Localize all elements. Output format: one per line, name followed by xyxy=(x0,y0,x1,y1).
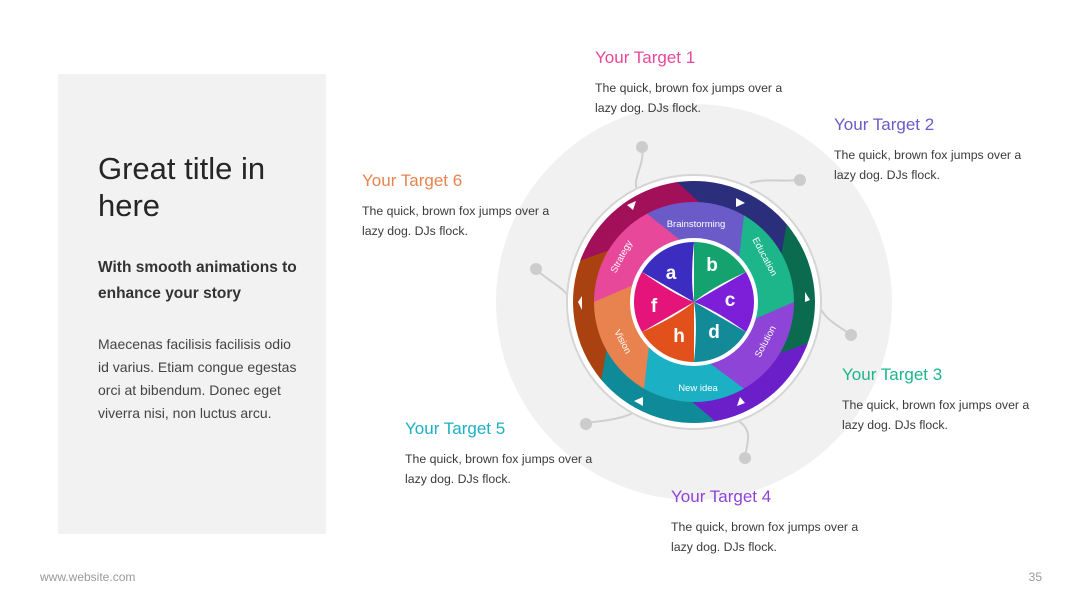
inner-seg-b xyxy=(694,242,746,302)
target-5-title: Your Target 5 xyxy=(405,419,506,438)
inner-seg-d xyxy=(694,302,746,362)
left-panel xyxy=(58,74,326,534)
target-6: Your Target 6 The quick, brown fox jumps… xyxy=(362,170,552,241)
page-title: Great title in here xyxy=(98,151,266,223)
connector-dot-4 xyxy=(739,452,751,464)
letter-b: b xyxy=(706,255,718,276)
target-1-title: Your Target 1 xyxy=(595,48,696,67)
letter-f: f xyxy=(651,296,658,317)
letter-d: d xyxy=(708,322,720,343)
letter-c: c xyxy=(725,290,736,311)
arrow-icon xyxy=(736,198,745,207)
arrow-icon xyxy=(634,397,643,406)
label-new-idea: New idea xyxy=(678,383,718,394)
target-6-desc: The quick, brown fox jumps over a lazy d… xyxy=(362,204,550,238)
outer-seg-6 xyxy=(580,182,705,261)
target-2: Your Target 2 The quick, brown fox jumps… xyxy=(834,114,1024,185)
letter-h: h xyxy=(673,326,685,347)
target-1: Your Target 1 The quick, brown fox jumps… xyxy=(595,47,785,118)
subtitle: With smooth animations to enhance your s… xyxy=(98,259,297,302)
target-4-title: Your Target 4 xyxy=(671,487,772,506)
target-3-desc: The quick, brown fox jumps over a lazy d… xyxy=(842,398,1030,432)
body-text: Maecenas facilisis facilisis odio id var… xyxy=(98,336,297,421)
petal-strategy xyxy=(594,213,684,302)
connector-dot-5 xyxy=(580,418,592,430)
arrow-icon xyxy=(578,296,582,310)
target-3-title: Your Target 3 xyxy=(842,365,943,384)
connector-dot-3 xyxy=(845,329,857,341)
connector-dot-2 xyxy=(794,174,806,186)
footer-url: www.website.com xyxy=(40,570,136,584)
target-3: Your Target 3 The quick, brown fox jumps… xyxy=(842,364,1032,435)
page-number: 35 xyxy=(1028,570,1042,584)
outer-seg-4 xyxy=(598,341,716,423)
connector-dot-1 xyxy=(636,141,648,153)
target-2-desc: The quick, brown fox jumps over a lazy d… xyxy=(834,148,1022,182)
petal-education xyxy=(738,215,794,323)
label-brainstorming: Brainstorming xyxy=(667,219,726,230)
outer-seg-1 xyxy=(672,181,790,263)
connector-dot-6 xyxy=(530,263,542,275)
petal-solution xyxy=(704,302,794,391)
letter-a: a xyxy=(666,263,677,284)
target-5-desc: The quick, brown fox jumps over a lazy d… xyxy=(405,452,593,486)
target-1-desc: The quick, brown fox jumps over a lazy d… xyxy=(595,81,783,115)
inner-seg-a xyxy=(642,242,694,302)
target-5: Your Target 5 The quick, brown fox jumps… xyxy=(405,418,595,489)
arrow-icon xyxy=(805,292,810,302)
arrow-icon xyxy=(737,397,745,406)
target-6-title: Your Target 6 xyxy=(362,171,463,190)
petal-vision xyxy=(594,281,650,389)
outer-seg-3 xyxy=(683,343,808,422)
inner-seg-c xyxy=(694,272,754,332)
inner-seg-h xyxy=(642,302,694,362)
target-2-title: Your Target 2 xyxy=(834,115,935,134)
target-4-desc: The quick, brown fox jumps over a lazy d… xyxy=(671,520,859,554)
inner-seg-f xyxy=(634,272,694,332)
arrow-icon xyxy=(627,201,636,210)
target-4: Your Target 4 The quick, brown fox jumps… xyxy=(671,486,861,557)
